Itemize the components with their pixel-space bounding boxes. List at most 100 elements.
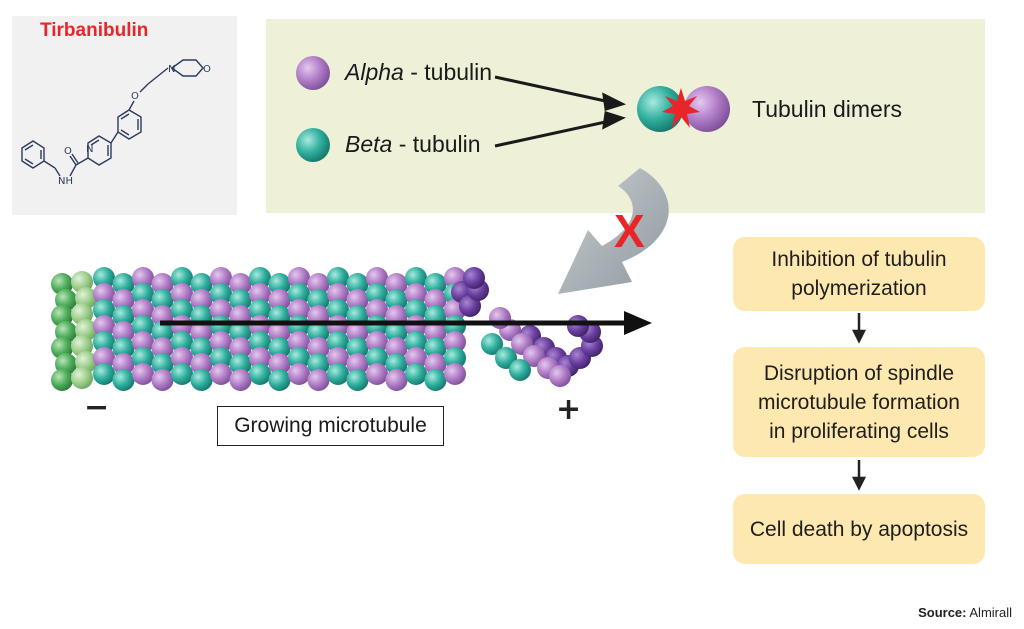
microtubule (51, 267, 603, 391)
microtubule-beta-subunit (171, 331, 193, 353)
microtubule-beta-subunit (93, 331, 115, 353)
beta-tubulin-icon (296, 128, 330, 162)
beta-arrow (494, 119, 611, 148)
microtubule-beta-subunit (346, 369, 369, 391)
atom-nh-amide: NH (58, 176, 73, 187)
microtubule-alpha-subunit (132, 331, 154, 353)
microtubule-alpha-subunit (93, 347, 115, 369)
microtubule-alpha-subunit (229, 369, 252, 391)
microtubule-beta-subunit (268, 273, 291, 295)
drug-name: Tirbanibulin (40, 20, 149, 41)
microtubule-alpha-subunit (190, 321, 213, 343)
microtubule-beta-subunit (268, 337, 291, 359)
source-credit: Source: Almirall (918, 605, 1012, 620)
microtubule-beta-subunit (288, 347, 310, 369)
binding-star-icon (662, 88, 700, 128)
microtubule-beta-subunit (249, 299, 271, 321)
microtubule-alpha-subunit (444, 363, 466, 385)
microtubule-beta-subunit (93, 299, 115, 321)
microtubule-beta-subunit (190, 273, 213, 295)
microtubule-beta-subunit (112, 337, 135, 359)
microtubule-alpha-subunit (288, 363, 310, 385)
microtubule-beta-subunit (249, 331, 271, 353)
microtubule-beta-subunit (385, 321, 408, 343)
microtubule-beta-subunit (132, 315, 154, 337)
microtubule-alpha-subunit (229, 337, 252, 359)
microtubule-alpha-subunit (112, 321, 135, 343)
microtubule-beta-subunit (112, 305, 135, 327)
microtubule-alpha-subunit (229, 273, 252, 295)
microtubule-alpha-subunit (346, 321, 369, 343)
microtubule-alpha-subunit (327, 283, 349, 305)
microtubule-alpha-subunit (385, 369, 408, 391)
microtubule-alpha-subunit (268, 321, 291, 343)
microtubule-beta-subunit (132, 283, 154, 305)
microtubule-alpha-subunit (385, 273, 408, 295)
microtubule-alpha-subunit (190, 353, 213, 375)
microtubule-alpha-subunit (405, 347, 427, 369)
microtubule-alpha-subunit (132, 299, 154, 321)
minus-end-sign: − (84, 390, 110, 425)
microtubule-beta-subunit (112, 369, 135, 391)
microtubule-beta-subunit (385, 289, 408, 311)
microtubule-alpha-subunit (151, 337, 174, 359)
microtubule-beta-subunit (307, 289, 330, 311)
microtubule-beta-subunit (171, 363, 193, 385)
microtubule-beta-subunit (171, 299, 193, 321)
microtubule-beta-subunit (307, 353, 330, 375)
microtubule-alpha-subunit (424, 353, 447, 375)
microtubule-green-subunit (51, 369, 73, 391)
block-x-mark: X (614, 205, 645, 257)
microtubule-beta-subunit (327, 331, 349, 353)
blocked-curved-arrow (558, 168, 669, 294)
alpha-tubulin-label: Alpha - tubulin (345, 59, 492, 86)
microtubule-beta-subunit (327, 267, 349, 289)
microtubule-alpha-subunit (366, 299, 388, 321)
source-name: Almirall (966, 605, 1012, 620)
microtubule-alpha-subunit (151, 273, 174, 295)
microtubule-alpha-subunit (346, 353, 369, 375)
microtubule-beta-subunit (307, 321, 330, 343)
microtubule-alpha-subunit (112, 289, 135, 311)
microtubule-beta-subunit (481, 333, 503, 355)
microtubule-alpha-subunit (489, 307, 511, 329)
microtubule-beta-subunit (93, 363, 115, 385)
source-prefix: Source: (918, 605, 967, 620)
tirbanibulin-structure: O N O N O NH (21, 59, 211, 187)
microtubule-tip-subunit (567, 315, 589, 337)
beta-tubulin-label: Beta - tubulin (345, 131, 481, 158)
microtubule-alpha-subunit (307, 337, 330, 359)
microtubule-beta-subunit (288, 283, 310, 305)
microtubule-alpha-subunit (307, 369, 330, 391)
growth-arrow-head (624, 311, 652, 335)
microtubule-beta-subunit (405, 267, 427, 289)
microtubule-beta-subunit (366, 283, 388, 305)
atom-o-ether: O (131, 91, 139, 102)
atom-n-pyridine: N (86, 144, 93, 155)
microtubule-alpha-subunit (444, 331, 466, 353)
microtubule-beta-subunit (249, 267, 271, 289)
microtubule-alpha-subunit (171, 283, 193, 305)
microtubule-alpha-subunit (268, 289, 291, 311)
microtubule-alpha-subunit (132, 363, 154, 385)
microtubule-alpha-subunit (151, 369, 174, 391)
microtubule-tip-subunit (463, 267, 485, 289)
microtubule-beta-subunit (405, 363, 427, 385)
atom-n-morpholine: N (168, 64, 175, 75)
microtubule-beta-subunit (424, 369, 447, 391)
microtubule-beta-subunit (405, 331, 427, 353)
microtubule-alpha-subunit (327, 347, 349, 369)
microtubule-alpha-subunit (385, 337, 408, 359)
microtubule-beta-subunit (509, 359, 531, 381)
atom-o-carbonyl: O (64, 146, 72, 157)
microtubule-alpha-subunit (190, 289, 213, 311)
microtubule-beta-subunit (229, 289, 252, 311)
microtubule-alpha-subunit (366, 267, 388, 289)
microtubule-alpha-subunit (210, 331, 232, 353)
step-disruption-box: Disruption of spindle microtubule format… (733, 347, 985, 457)
pathway-arrow-head-2 (851, 476, 867, 491)
microtubule-alpha-subunit (210, 363, 232, 385)
microtubule-beta-subunit (151, 353, 174, 375)
microtubule-alpha-subunit (424, 321, 447, 343)
